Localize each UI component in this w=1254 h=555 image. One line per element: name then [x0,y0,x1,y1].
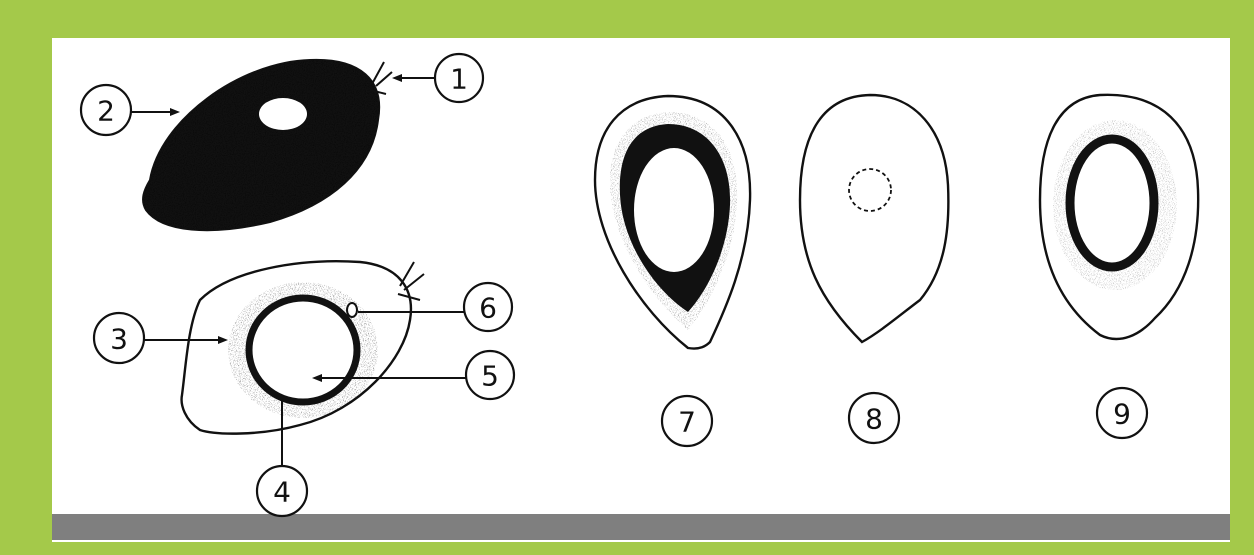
fruit-highlight [259,98,307,130]
cross-section-7-kernel [634,148,714,272]
cross-section-8-outline [800,95,948,342]
svg-text:8: 8 [865,403,883,436]
label-8: 8 [849,393,899,443]
svg-text:7: 7 [678,406,696,439]
section-figure [182,261,424,433]
svg-text:2: 2 [97,95,115,128]
cross-section-9 [1040,95,1198,339]
label-9: 9 [1097,388,1147,438]
cross-section-7 [595,96,750,349]
svg-text:6: 6 [479,292,497,325]
section-stalk [398,262,424,300]
endocarp-shell [249,298,357,402]
svg-text:9: 9 [1113,398,1131,431]
svg-text:3: 3 [110,323,128,356]
svg-text:4: 4 [273,476,291,509]
callout-2: 2 [81,85,180,135]
cross-section-8 [800,95,948,342]
embryo [347,303,357,317]
label-7: 7 [662,396,712,446]
svg-text:1: 1 [450,63,468,96]
whole-fruit-speckle [143,60,379,230]
svg-text:5: 5 [481,360,499,393]
cross-section-9-shell [1070,139,1154,267]
callout-1: 1 [392,54,483,102]
whole-fruit-figure [143,60,392,230]
